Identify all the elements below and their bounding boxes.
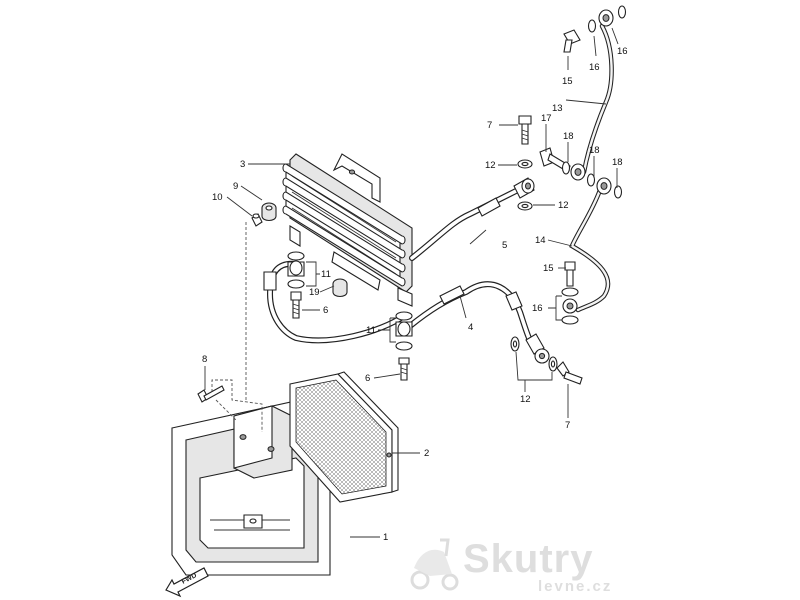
collar xyxy=(251,213,263,227)
banjo-bolt-upper xyxy=(518,115,532,145)
callout-numbers: 3 9 10 11 19 6 11 6 8 1 2 5 4 7 12 12 12… xyxy=(202,46,628,543)
scooter-icon xyxy=(410,538,459,591)
callout-15-top: 15 xyxy=(562,76,573,87)
oil-cooler xyxy=(282,153,413,307)
callout-11-left: 11 xyxy=(321,269,331,280)
callout-18-c: 18 xyxy=(612,157,623,168)
oil-hose-left xyxy=(263,260,407,344)
callout-6-left: 6 xyxy=(323,305,328,316)
callout-15-mid: 15 xyxy=(543,263,554,274)
oil-hose-upper xyxy=(409,177,535,261)
sealing-washer-lower-b xyxy=(548,356,558,372)
callout-18-a: 18 xyxy=(563,131,574,142)
callout-8: 8 xyxy=(202,354,207,365)
callout-3: 3 xyxy=(240,159,245,170)
callout-4: 4 xyxy=(468,322,473,333)
callout-19: 19 xyxy=(309,287,320,298)
sealing-washer-upper xyxy=(517,159,533,169)
oil-hose-lower xyxy=(407,281,550,364)
banjo-bolt-mid xyxy=(564,261,576,287)
watermark-logo: Skutry levne.cz xyxy=(410,537,612,595)
banjo-bolt-left xyxy=(290,291,302,319)
callout-14: 14 xyxy=(535,235,546,246)
alignment-lines xyxy=(211,222,263,432)
rubber-damper xyxy=(332,278,348,298)
callout-10: 10 xyxy=(212,192,223,203)
callout-2: 2 xyxy=(424,448,429,459)
sealing-washer-top-a xyxy=(587,19,597,33)
callout-16-top-b: 16 xyxy=(617,46,628,57)
banjo-fitting-lower-right xyxy=(561,287,579,325)
mesh-screen xyxy=(289,371,399,503)
callout-7-upper: 7 xyxy=(487,120,492,131)
watermark-domain: levne.cz xyxy=(538,578,612,595)
banjo-bolt-right xyxy=(398,357,410,381)
oil-pipe-upper xyxy=(581,23,614,175)
sealing-washer-lower-a xyxy=(510,336,520,352)
callout-1: 1 xyxy=(383,532,388,543)
cover-bracket xyxy=(233,405,293,479)
banjo-bolt-lower xyxy=(556,361,583,385)
rubber-grommet xyxy=(261,202,277,222)
leader-lines xyxy=(204,27,619,538)
callout-12-mid: 12 xyxy=(558,200,569,211)
callout-17: 17 xyxy=(541,113,552,124)
callout-11-right: 11 xyxy=(366,325,376,336)
callout-12-upper: 12 xyxy=(485,160,496,171)
callout-6-right: 6 xyxy=(365,373,370,384)
banjo-fitting-right xyxy=(395,311,413,351)
banjo-fitting-left xyxy=(287,251,305,289)
banjo-fitting-upper-right xyxy=(561,161,596,187)
cover-bolt xyxy=(197,385,225,403)
oil-pipe-lower xyxy=(569,187,611,313)
callout-5: 5 xyxy=(502,240,507,251)
banjo-bolt-top xyxy=(563,29,581,53)
callout-9: 9 xyxy=(233,181,238,192)
callout-16-lower: 16 xyxy=(532,303,543,314)
watermark-brand: Skutry xyxy=(463,537,594,581)
sealing-washer-mid xyxy=(517,201,533,211)
callout-7-lower: 7 xyxy=(565,420,570,431)
banjo-fitting-mid-right xyxy=(596,177,623,199)
callout-18-b: 18 xyxy=(589,145,600,156)
banjo-fitting-top xyxy=(598,9,614,27)
callout-13: 13 xyxy=(552,103,563,114)
sealing-washer-top-b xyxy=(617,5,627,19)
callout-12-lower: 12 xyxy=(520,394,531,405)
callout-16-top-a: 16 xyxy=(589,62,600,73)
